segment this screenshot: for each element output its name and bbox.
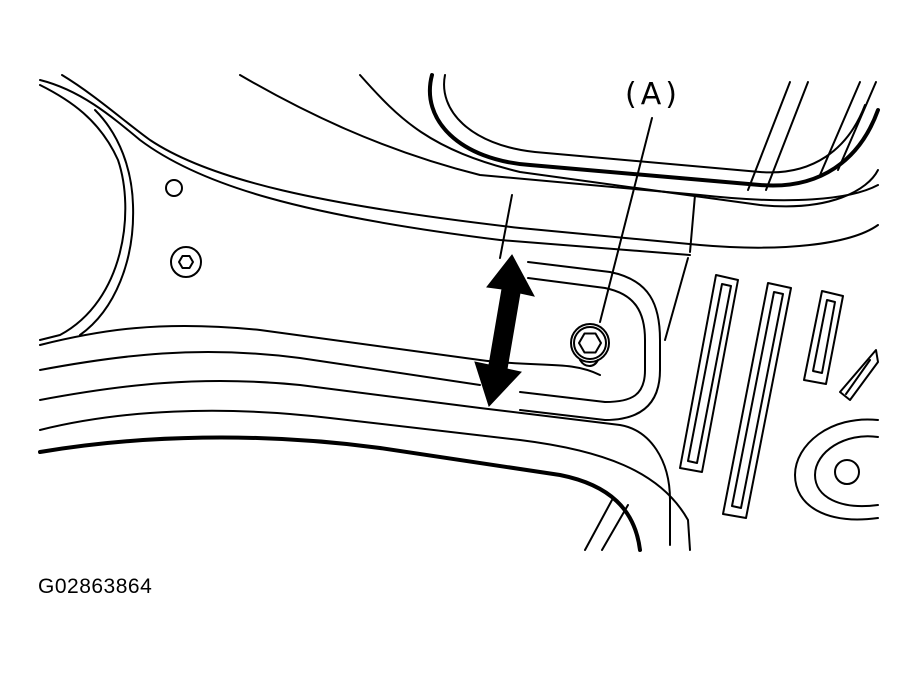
slotted-openings [679, 274, 879, 519]
hex-bolt-icon [570, 323, 610, 367]
round-boss [794, 418, 879, 521]
hex-bolt-icon [170, 246, 202, 278]
double-headed-arrow-icon [474, 254, 535, 407]
suspension-arm [38, 74, 879, 552]
figure-id: G02863864 [38, 575, 153, 598]
upper-crossmember [359, 73, 880, 208]
diagonal-struts [747, 81, 877, 191]
callout-label: (A) [625, 77, 681, 112]
mounting-hardware [165, 179, 610, 367]
mounting-hole [165, 179, 183, 197]
callout-leader-line [599, 117, 653, 323]
